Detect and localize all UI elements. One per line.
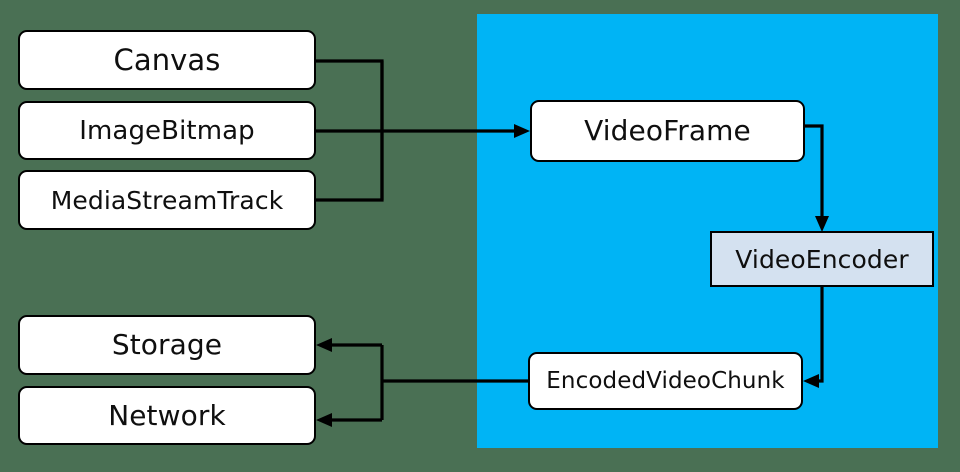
- node-storage[interactable]: Storage: [18, 315, 316, 375]
- node-video-encoder[interactable]: VideoEncoder: [710, 231, 934, 287]
- node-network[interactable]: Network: [18, 386, 316, 445]
- node-network-label: Network: [108, 398, 226, 432]
- node-video-encoder-label: VideoEncoder: [735, 244, 909, 274]
- node-image-bitmap-label: ImageBitmap: [79, 115, 255, 146]
- node-media-stream-track-label: MediaStreamTrack: [50, 185, 284, 215]
- node-media-stream-track[interactable]: MediaStreamTrack: [18, 170, 316, 230]
- node-image-bitmap[interactable]: ImageBitmap: [18, 101, 316, 160]
- node-storage-label: Storage: [111, 328, 223, 361]
- node-canvas[interactable]: Canvas: [18, 30, 316, 90]
- node-encoded-video-chunk[interactable]: EncodedVideoChunk: [528, 352, 803, 410]
- node-video-frame-label: VideoFrame: [584, 114, 751, 147]
- node-video-frame[interactable]: VideoFrame: [530, 100, 805, 162]
- node-encoded-video-chunk-label: EncodedVideoChunk: [546, 367, 785, 394]
- node-canvas-label: Canvas: [113, 42, 221, 77]
